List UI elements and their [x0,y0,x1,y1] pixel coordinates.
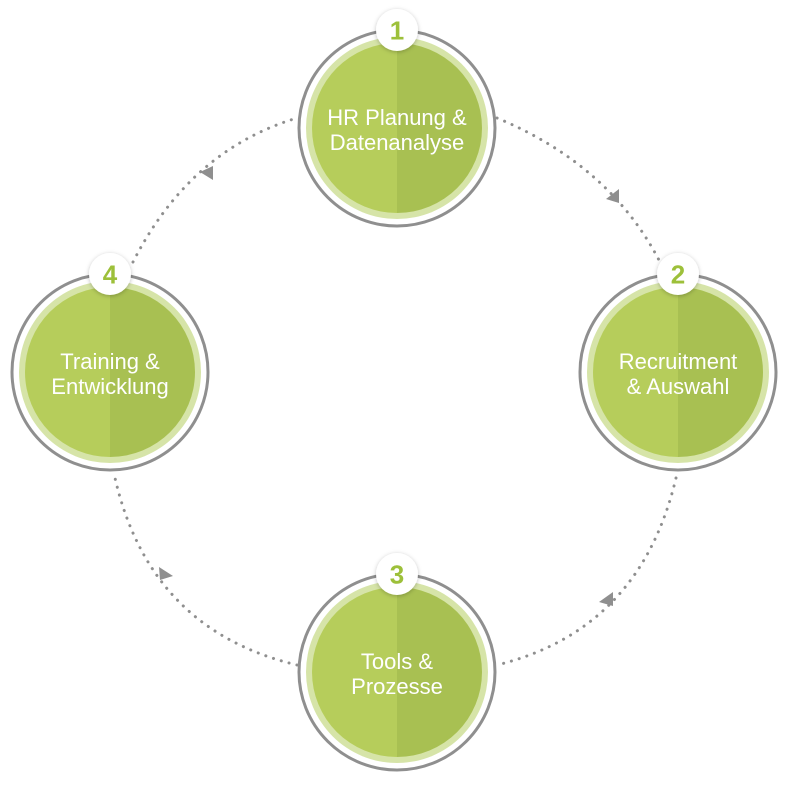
arrow-icon [606,189,619,203]
arrow-icon [159,567,173,580]
step-label-line2: Entwicklung [51,374,169,399]
step-number: 4 [102,259,118,290]
step-label: Recruitment& Auswahl [583,349,773,399]
right-half [110,287,195,457]
connector-1-2 [495,116,662,264]
step-node-3 [297,553,497,772]
step-label: HR Planung &Datenanalyse [302,105,492,155]
step-label-line2: Datenanalyse [329,130,465,155]
arrow-icon [200,166,213,180]
left-half [25,287,110,457]
step-label: Tools &Prozesse [302,649,492,699]
step-label-line1: Tools & [360,649,434,674]
connector-3-4 [113,476,299,667]
step-label-line2: Prozesse [351,674,443,699]
step-number: 2 [670,259,686,290]
arrow-icon [599,592,613,606]
connector-4-1 [131,116,299,264]
connector-2-3 [495,476,678,667]
step-node-1 [297,9,497,228]
number-badge [376,9,418,51]
right-half [397,587,482,757]
step-number: 1 [389,15,405,46]
step-number: 3 [389,559,405,590]
step-label-line1: Training & [60,349,160,374]
number-badge [89,253,131,295]
number-badge [657,253,699,295]
left-half [312,587,397,757]
step-node-2 [578,253,778,472]
right-half [678,287,763,457]
step-label: Training &Entwicklung [15,349,205,399]
left-half [312,43,397,213]
number-badge [376,553,418,595]
step-label-line2: & Auswahl [626,374,730,399]
right-half [397,43,482,213]
step-label-line1: HR Planung & [327,105,467,130]
left-half [593,287,678,457]
step-label-line1: Recruitment [618,349,738,374]
step-node-4 [10,253,210,472]
